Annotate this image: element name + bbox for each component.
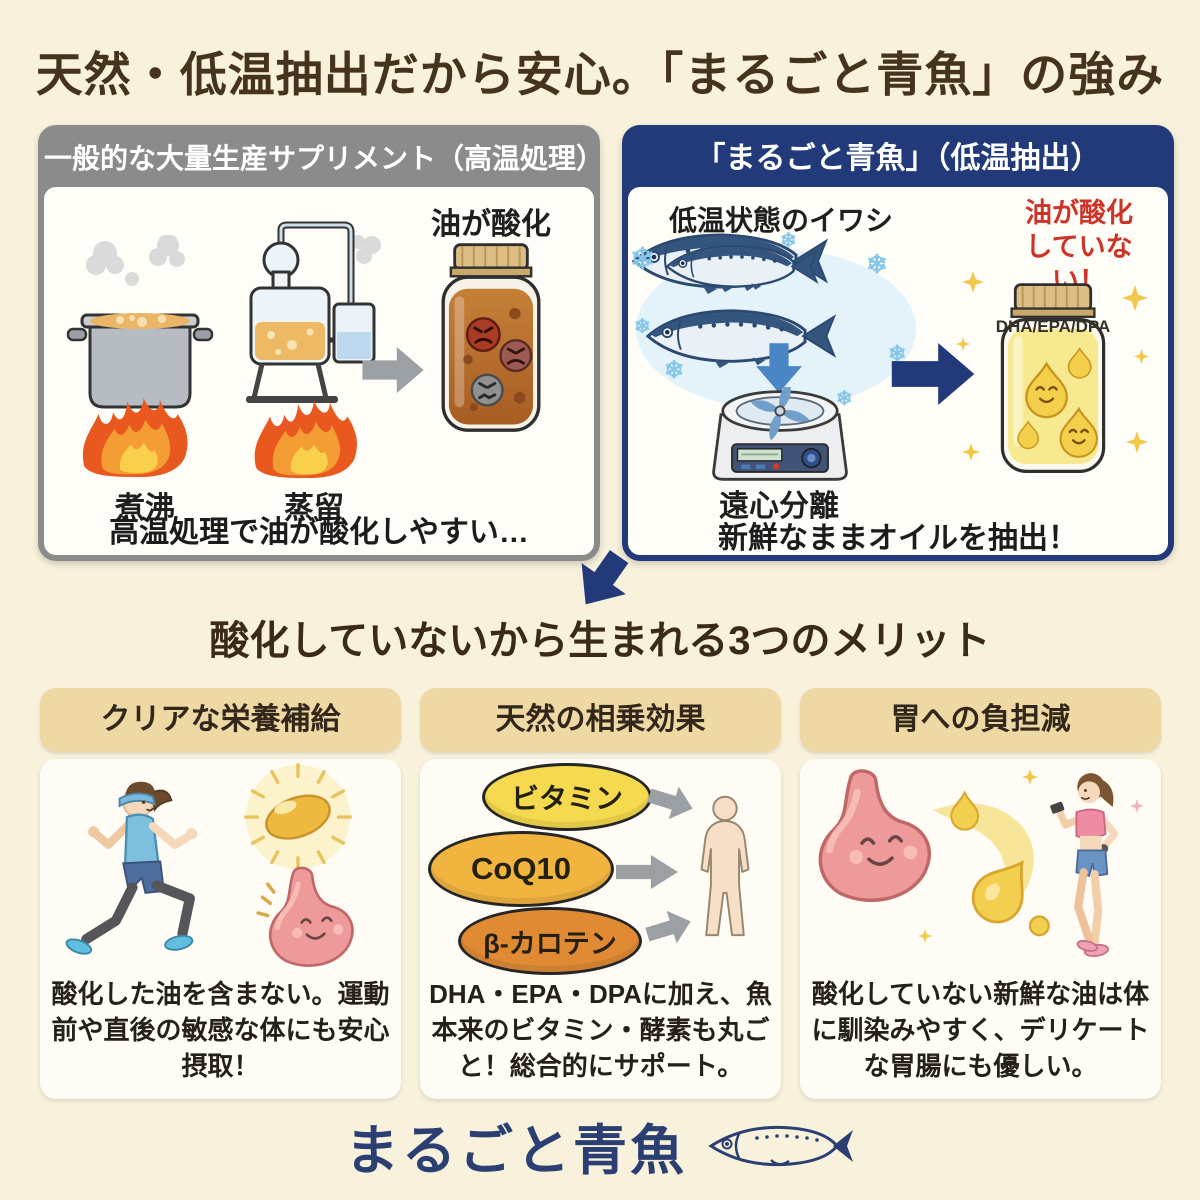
- footer-logo: まるごと青魚: [0, 1106, 1200, 1185]
- merit-card-stomach-text: 酸化していない新鮮な油は体に馴染みやすく、デリケートな胃腸にも優しい。: [811, 979, 1150, 1081]
- sparkle-icon: [962, 271, 984, 293]
- sardines-illustration: ❄ ❄ ❄ ❄ ❄ ❄ ❄: [630, 231, 922, 429]
- brand-name: まるごと青魚: [345, 1121, 687, 1181]
- stomach-illustration: [256, 866, 354, 967]
- mass-produced-panel-body: 油が酸化 煮沸: [44, 187, 594, 555]
- stomach-illustration: [818, 769, 931, 902]
- marugoto-panel-body: 低温状態のイワシ 油が酸化 していない！: [628, 187, 1168, 555]
- oxidized-jar-illustration: [441, 243, 541, 432]
- snowflake-icon: ❄: [866, 249, 888, 279]
- sparkle-icon: [956, 337, 970, 351]
- merit-card-stomach: 胃への負担減: [800, 688, 1161, 1099]
- centrifuge-illustration: [712, 387, 848, 481]
- sparkle-icon: [1126, 431, 1148, 453]
- woman-illustration: [1050, 773, 1119, 958]
- merits-heading: 酸化していないから生まれる3つのメリット: [209, 619, 991, 663]
- mass-produced-panel: 一般的な大量生産サプリメント（高温処理） 油が酸化 煮沸: [38, 125, 605, 561]
- merit-card-nutrition-title: クリアな栄養補給: [40, 688, 401, 752]
- oxidized-oil-label: 油が酸化: [431, 208, 551, 241]
- distill-step-label: 蒸留: [284, 492, 344, 525]
- merit-cards-row: クリアな栄養補給: [40, 688, 1162, 1099]
- merit-card-synergy-body: ビタミン CoQ10 β-カロテン DHA・EPA・DPAに加え、魚本来のビタミ…: [420, 759, 781, 1099]
- marugoto-panel-header: 「まるごと青魚」（低温抽出）: [695, 142, 1101, 175]
- human-silhouette-illustration: [700, 795, 750, 937]
- nutrient-oval-vitamin: ビタミン: [482, 763, 652, 831]
- sparkle-icon: [918, 929, 932, 943]
- cold-sardine-label: 低温状態のイワシ: [668, 205, 893, 236]
- sparkle-icon: [1130, 799, 1144, 813]
- arrow-down-icon: [756, 343, 802, 393]
- sparkle-icon: [1122, 285, 1148, 311]
- sparkle-icon: [962, 443, 980, 461]
- merit-card-synergy-title: 天然の相乗効果: [420, 688, 781, 752]
- jar-contents-label: DHA/EPA/DPA: [995, 317, 1111, 336]
- merit-card-nutrition-text: 酸化した油を含まない。運動前や直後の敏感な体にも安心摂取！: [51, 979, 390, 1081]
- capsule-illustration: [244, 763, 352, 871]
- merit-card-stomach-title: 胃への負担減: [800, 688, 1161, 752]
- mass-produced-panel-header: 一般的な大量生産サプリメント（高温処理）: [44, 143, 605, 174]
- boiling-pot-illustration: [66, 235, 214, 477]
- oil-drop-illustration: [932, 790, 1050, 937]
- merit-card-synergy-text: DHA・EPA・DPAに加え、魚本来のビタミン・酵素も丸ごと！総合的にサポート。: [429, 979, 772, 1081]
- boiling-step-label: 煮沸: [115, 492, 175, 525]
- sparkle-icon: [1134, 349, 1149, 364]
- snowflake-icon: ❄: [780, 230, 797, 252]
- snowflake-icon: ❄: [634, 316, 651, 338]
- page-title: 天然・低温抽出だから安心。「まるごと青魚」の強み: [35, 48, 1165, 101]
- merit-card-nutrition: クリアな栄養補給: [40, 688, 401, 1099]
- arrow-right-icon: [362, 347, 424, 393]
- merit-card-stomach-body: 酸化していない新鮮な油は体に馴染みやすく、デリケートな胃腸にも優しい。: [800, 759, 1161, 1099]
- arrow-right-navy-icon: [890, 343, 976, 405]
- snowflake-icon: ❄: [630, 243, 656, 276]
- nutrient-oval-coq10: CoQ10: [428, 831, 614, 907]
- merit-card-synergy: 天然の相乗効果 ビタミン CoQ10 β-カロテン DHA・EPA・DPAに加え…: [420, 688, 781, 1099]
- snowflake-icon: ❄: [664, 357, 685, 384]
- runner-illustration: [65, 781, 198, 955]
- snowflake-icon: ❄: [836, 388, 853, 410]
- arrow-right-icon: [616, 855, 678, 889]
- left-panel-caption: 高温処理で油が酸化しやすい…: [109, 516, 529, 549]
- merit-card-nutrition-body: 酸化した油を含まない。運動前や直後の敏感な体にも安心摂取！: [40, 759, 401, 1099]
- not-oxidized-label: 油が酸化 していない！: [1025, 198, 1133, 296]
- marugoto-panel: 「まるごと青魚」（低温抽出） 低温状態のイワシ 油が酸化 していない！: [622, 125, 1174, 561]
- snowflake-icon: ❄: [888, 341, 907, 366]
- fish-logo-icon: [708, 1125, 853, 1166]
- sparkle-icon: [1022, 769, 1038, 785]
- centrifuge-label: 遠心分離: [719, 490, 839, 523]
- right-panel-caption: 新鮮なままオイルを抽出！: [718, 522, 1078, 555]
- fresh-oil-jar-illustration: [1000, 283, 1106, 473]
- distillation-illustration: [246, 221, 381, 478]
- nutrient-oval-carotene: β-カロテン: [458, 907, 642, 975]
